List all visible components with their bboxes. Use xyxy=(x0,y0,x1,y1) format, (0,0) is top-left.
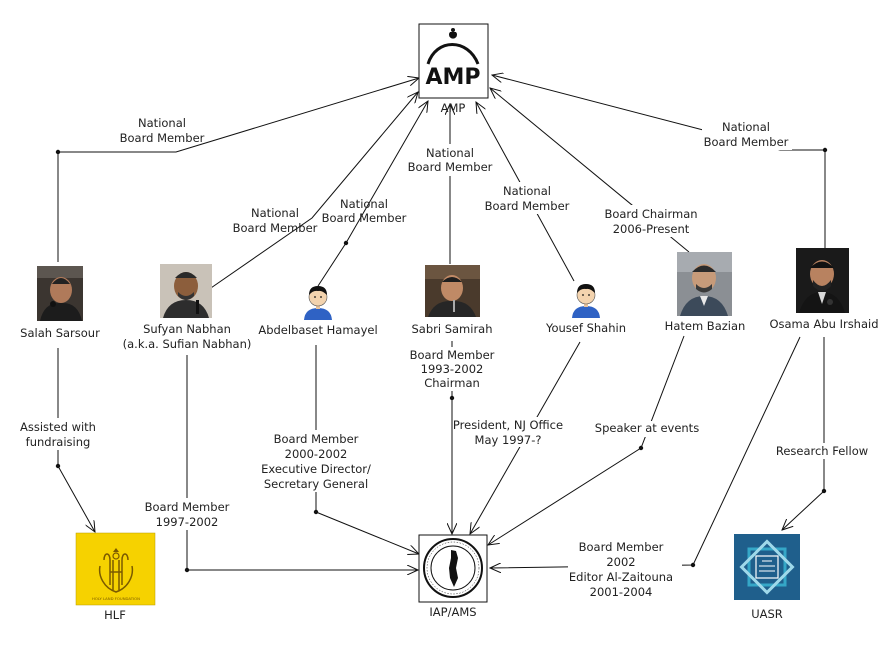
edge-abdelbaset-iap: Board Member 2000-2002 Executive Directo… xyxy=(258,345,419,554)
edge-label: National xyxy=(138,116,186,130)
node-hatem-bazian[interactable]: Hatem Bazian xyxy=(665,252,746,333)
edge-label: National xyxy=(722,120,770,134)
uasr-logo xyxy=(739,539,795,595)
node-yousef-shahin[interactable]: Yousef Shahin xyxy=(545,284,626,335)
edge-label: May 1997-? xyxy=(475,433,542,447)
edge-label: Board Member xyxy=(579,540,664,554)
edge-label: 2006-Present xyxy=(613,222,690,236)
node-salah-sarsour[interactable]: Salah Sarsour xyxy=(20,266,100,340)
sabri-photo xyxy=(425,265,480,317)
edge-hatem-iap: Speaker at events xyxy=(488,335,702,545)
edge-label: Board Member xyxy=(274,432,359,446)
node-amp[interactable]: AMP AMP xyxy=(418,23,489,115)
node-label: UASR xyxy=(751,607,783,621)
node-label: Yousef Shahin xyxy=(545,321,626,335)
edge-label: National xyxy=(340,197,388,211)
edge-label: Board Chairman xyxy=(604,207,697,221)
sufyan-photo xyxy=(160,264,212,318)
salah-photo xyxy=(37,266,83,321)
edge-sufyan-amp: National Board Member xyxy=(207,92,418,291)
person-placeholder-icon xyxy=(572,284,600,318)
edge-label: Board Member xyxy=(410,348,495,362)
node-label: Abdelbaset Hamayel xyxy=(258,323,377,337)
edge-label: 2002 xyxy=(606,555,635,569)
iap-seal xyxy=(423,538,483,598)
edge-label: 2001-2004 xyxy=(590,585,653,599)
node-label: Sabri Samirah xyxy=(411,322,492,336)
edge-osama-uasr: Research Fellow xyxy=(770,337,874,530)
amp-logo-text: AMP xyxy=(425,65,480,90)
edge-label: 1993-2002 xyxy=(421,362,484,376)
node-label: Hatem Bazian xyxy=(665,319,746,333)
edge-osama-amp: National Board Member xyxy=(492,75,828,248)
node-label: IAP/AMS xyxy=(429,605,476,619)
edge-yousef-iap: President, NJ Office May 1997-? xyxy=(453,341,581,534)
edge-label: Board Member xyxy=(704,135,789,149)
node-iap[interactable]: IAP/AMS xyxy=(418,534,488,619)
edge-label: National xyxy=(503,184,551,198)
hatem-photo xyxy=(677,252,732,316)
edge-label: Speaker at events xyxy=(595,421,699,435)
edge-label: Board Member xyxy=(485,199,570,213)
node-label: AMP xyxy=(441,101,466,115)
person-placeholder-icon xyxy=(304,286,332,320)
hlf-logo-text: HOLY LAND FOUNDATION xyxy=(92,596,140,601)
hlf-logo: HOLY LAND FOUNDATION xyxy=(92,548,140,601)
edge-label: National xyxy=(426,146,474,160)
edge-label: Editor Al-Zaitouna xyxy=(569,570,673,584)
node-sabri-samirah[interactable]: Sabri Samirah xyxy=(411,265,493,336)
edge-sabri-iap: Board Member 1993-2002 Chairman xyxy=(405,341,499,534)
node-abdelbaset-hamayel[interactable]: Abdelbaset Hamayel xyxy=(258,286,378,337)
node-label: Osama Abu Irshaid xyxy=(769,317,878,331)
edge-label: Chairman xyxy=(424,376,480,390)
edge-osama-iap: Board Member 2002 Editor Al-Zaitouna 200… xyxy=(490,336,801,600)
edge-label: 1997-2002 xyxy=(156,515,219,529)
edge-label: Board Member xyxy=(145,500,230,514)
node-hlf[interactable]: HOLY LAND FOUNDATION HLF xyxy=(75,532,156,622)
edge-label: Assisted with xyxy=(20,420,96,434)
node-label: Sufyan Nabhan xyxy=(143,322,231,336)
edge-label: Board Member xyxy=(322,211,407,225)
edge-label: fundraising xyxy=(26,435,91,449)
edge-sabri-amp: National Board Member xyxy=(408,104,493,264)
node-sufyan-nabhan[interactable]: Sufyan Nabhan (a.k.a. Sufian Nabhan) xyxy=(123,264,252,351)
edge-salah-amp: National Board Member xyxy=(55,78,419,262)
edge-abdelbaset-amp: National Board Member xyxy=(317,101,428,287)
edge-label: National xyxy=(251,206,299,220)
node-label: Salah Sarsour xyxy=(20,326,100,340)
edge-label: Board Member xyxy=(408,160,493,174)
edge-label: Secretary General xyxy=(264,477,368,491)
node-osama-abu-irshaid[interactable]: Osama Abu Irshaid xyxy=(769,248,879,331)
amp-logo: AMP xyxy=(425,28,481,90)
edge-label: Research Fellow xyxy=(776,444,868,458)
edge-hatem-amp: Board Chairman 2006-Present xyxy=(490,88,704,253)
node-label: (a.k.a. Sufian Nabhan) xyxy=(123,337,252,351)
edge-label: Board Member xyxy=(120,131,205,145)
edge-label: Board Member xyxy=(233,221,318,235)
edge-sufyan-iap: Board Member 1997-2002 xyxy=(140,355,418,572)
edge-yousef-amp: National Board Member xyxy=(476,102,575,282)
edge-label: 2000-2002 xyxy=(285,447,348,461)
node-uasr[interactable]: UASR xyxy=(734,534,800,621)
node-label: HLF xyxy=(104,608,126,622)
edge-label: Executive Director/ xyxy=(261,462,371,476)
edge-salah-hlf: Assisted with fundraising xyxy=(14,348,102,532)
osama-photo xyxy=(796,248,849,313)
edge-label: President, NJ Office xyxy=(453,418,563,432)
